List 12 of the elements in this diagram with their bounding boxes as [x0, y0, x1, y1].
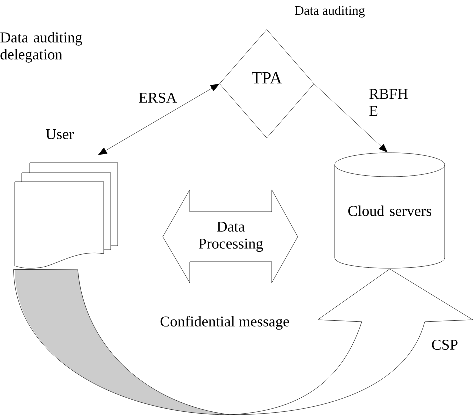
node-label: Data auditing: [295, 6, 365, 18]
arrow: [314, 84, 388, 153]
note: Data auditing delegation: [0, 32, 82, 63]
arrow: [98, 84, 220, 156]
node-label: User: [46, 130, 74, 140]
edge-label: RBFH E: [370, 89, 408, 116]
note: Confidential message: [160, 316, 290, 330]
note: CSP: [432, 340, 458, 350]
edge-label: ERSA: [139, 92, 178, 104]
document-stack: User: [14, 130, 118, 269]
curved-block-arrow: [14, 269, 474, 416]
cylinder: Cloud servers: [334, 152, 446, 269]
